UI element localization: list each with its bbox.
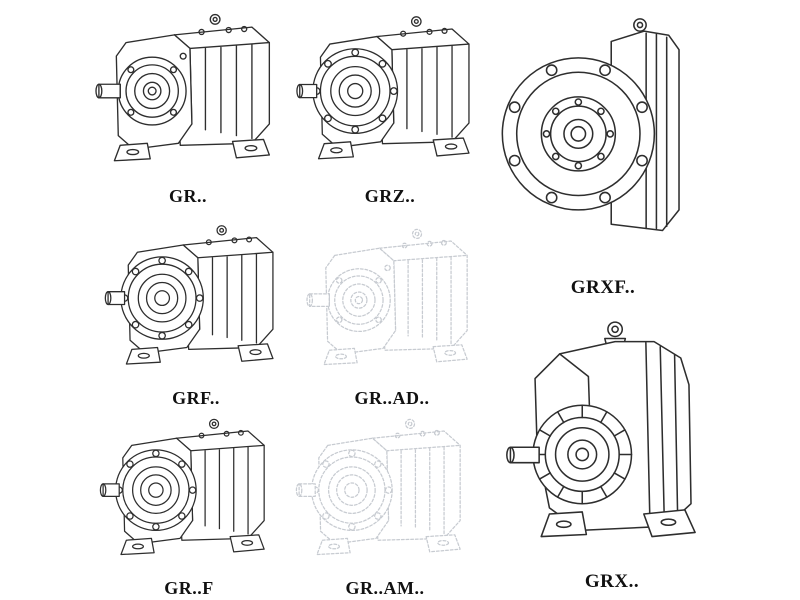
gearbox-drawing-grxf xyxy=(490,0,716,276)
gearbox-drawing-gr-am xyxy=(286,406,484,576)
gearbox-label-gr: GR.. xyxy=(169,186,207,206)
flange-mounted-gear-unit-icon xyxy=(490,0,716,276)
flange-helical-gear-unit-icon xyxy=(94,212,298,386)
large-helical-gear-unit-icon xyxy=(494,302,730,570)
gearbox-figure-grx: GRX.. xyxy=(494,302,730,594)
helical-gear-unit-icon xyxy=(296,0,484,184)
gearbox-drawing-gr-ad xyxy=(292,216,492,386)
gearbox-figure-gr-ad: GR..AD.. xyxy=(292,216,492,410)
gearbox-figure-grxf: GRXF.. xyxy=(490,0,716,300)
gearbox-label-grf: GRF.. xyxy=(172,388,220,408)
gearbox-drawing-gr xyxy=(86,0,290,184)
adapter-gear-unit-ghost-icon xyxy=(292,216,492,386)
gearbox-drawing-gr-f xyxy=(88,406,290,576)
gearbox-figure-gr-am: GR..AM.. xyxy=(286,406,484,600)
gearbox-label-gr-f: GR..F xyxy=(164,578,214,598)
gearbox-drawing-grf xyxy=(94,212,298,386)
gearbox-label-grxf: GRXF.. xyxy=(570,277,636,298)
gearbox-label-gr-am: GR..AM.. xyxy=(345,578,425,598)
gearbox-label-gr-ad: GR..AD.. xyxy=(354,388,430,408)
foot-flange-gear-unit-icon xyxy=(88,406,290,576)
gearbox-label-grx: GRX.. xyxy=(584,571,640,592)
gearbox-figure-grz: GRZ.. xyxy=(296,0,484,208)
gearbox-figure-gr-f: GR..F xyxy=(88,406,290,600)
helical-gear-unit-icon xyxy=(86,0,290,184)
gearbox-drawing-grx xyxy=(494,302,730,570)
gearbox-drawing-grz xyxy=(296,0,484,184)
mounted-adapter-gear-unit-ghost-icon xyxy=(286,406,484,576)
gearbox-figure-gr: GR.. xyxy=(86,0,290,208)
gearbox-figure-grf: GRF.. xyxy=(94,212,298,410)
gearbox-label-grz: GRZ.. xyxy=(364,186,416,206)
